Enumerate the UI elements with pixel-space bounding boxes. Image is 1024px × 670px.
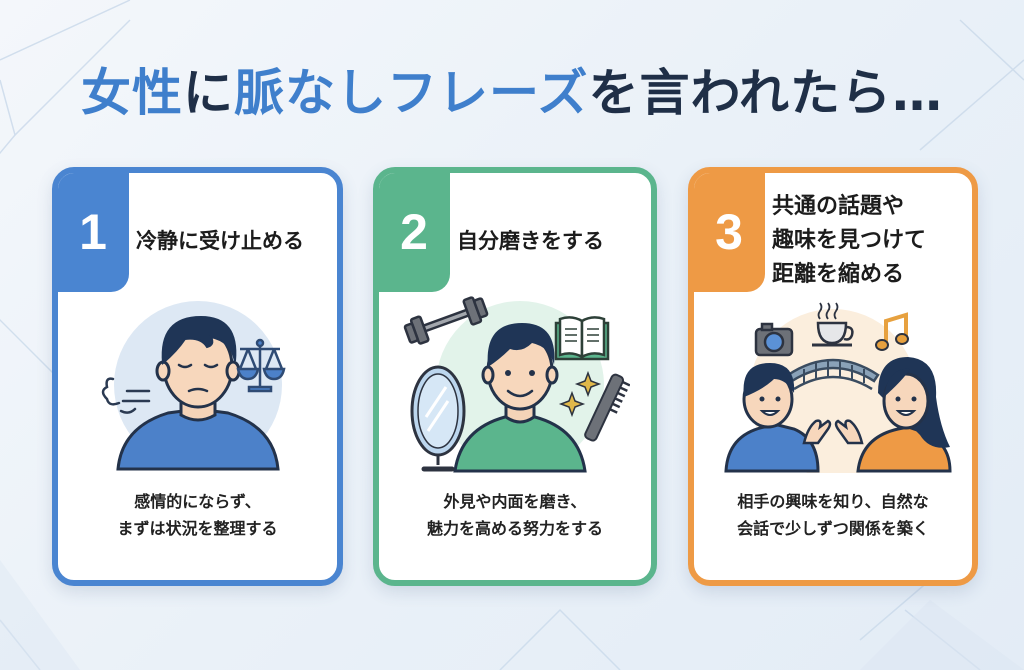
tip-card-2: 2 自分磨きをする <box>373 167 657 586</box>
title-segment: を言われたら… <box>588 64 943 122</box>
mirror-icon <box>410 365 466 472</box>
book-icon <box>554 316 610 361</box>
card-title: 冷静に受け止める <box>136 228 304 253</box>
coffee-cup-icon <box>812 302 854 347</box>
card-title: 共通の話題や 趣味を見つけて 距離を縮める <box>772 194 927 287</box>
sigh-icon <box>101 377 150 414</box>
comb-icon <box>584 373 630 442</box>
title-segment: に <box>183 64 234 122</box>
music-note-icon <box>875 312 909 351</box>
card-description: 相手の興味を知り、自然な 会話で少しずつ関係を築く <box>737 492 929 538</box>
balance-scale-icon <box>235 338 286 393</box>
card-number-badge: 2 <box>379 173 450 292</box>
card-number-badge: 3 <box>694 173 765 292</box>
title-segment: 女性 <box>81 64 183 122</box>
card-description: 外見や内面を磨き、 魅力を高める努力をする <box>426 492 603 538</box>
tip-card-1: 1 冷静に受け止める <box>52 167 343 586</box>
camera-icon <box>754 322 794 357</box>
calm-man-illustration <box>58 293 337 473</box>
card-description: 感情的にならず、 まずは状況を整理する <box>117 492 278 538</box>
dumbbell-icon <box>403 296 489 345</box>
self-improvement-illustration <box>379 293 651 473</box>
card-title: 自分磨きをする <box>457 228 604 253</box>
bridge-icon <box>786 358 880 391</box>
tip-card-3: 3 共通の話題や 趣味を見つけて 距離を縮める <box>688 167 978 586</box>
sparkle-icon <box>558 370 602 418</box>
conversation-illustration <box>694 293 972 473</box>
page-title: 女性に脈なしフレーズを言われたら… <box>0 58 1024 128</box>
card-number-badge: 1 <box>58 173 129 292</box>
title-segment: 脈なしフレーズ <box>234 64 589 122</box>
